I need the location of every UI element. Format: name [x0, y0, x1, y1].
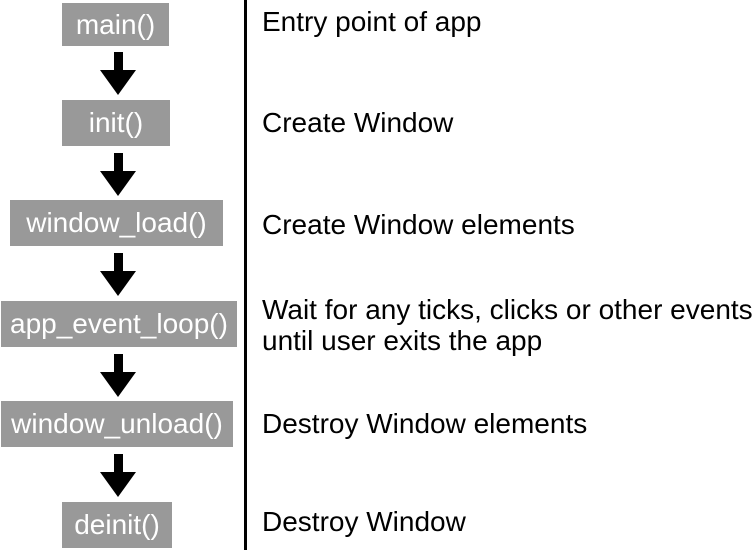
arrow-shaft [113, 153, 123, 171]
step-description-deinit: Destroy Window [262, 506, 466, 537]
column-divider-line [244, 0, 247, 550]
step-description-main: Entry point of app [262, 6, 482, 37]
down-arrow-icon [100, 253, 136, 296]
arrow-shaft [113, 454, 123, 472]
arrow-head [100, 271, 136, 296]
flow-box-deinit: deinit() [62, 502, 172, 548]
step-description-window-unload: Destroy Window elements [262, 408, 588, 439]
arrow-shaft [113, 52, 123, 70]
down-arrow-icon [100, 454, 136, 497]
arrow-head [100, 472, 136, 497]
arrow-head [100, 372, 136, 397]
down-arrow-icon [100, 354, 136, 397]
arrow-head [100, 171, 136, 196]
arrow-head [100, 70, 136, 95]
step-description-app-event-loop: Wait for any ticks, clicks or other even… [262, 294, 752, 356]
step-description-init: Create Window [262, 107, 454, 138]
arrow-shaft [113, 253, 123, 271]
flow-box-init: init() [62, 100, 170, 146]
flow-box-window-unload: window_unload() [1, 401, 233, 447]
flow-box-window-load: window_load() [10, 200, 223, 246]
step-description-window-load: Create Window elements [262, 209, 575, 240]
down-arrow-icon [100, 153, 136, 196]
down-arrow-icon [100, 52, 136, 95]
arrow-shaft [113, 354, 123, 372]
flow-box-main: main() [62, 3, 169, 46]
flow-box-app-event-loop: app_event_loop() [1, 301, 237, 347]
